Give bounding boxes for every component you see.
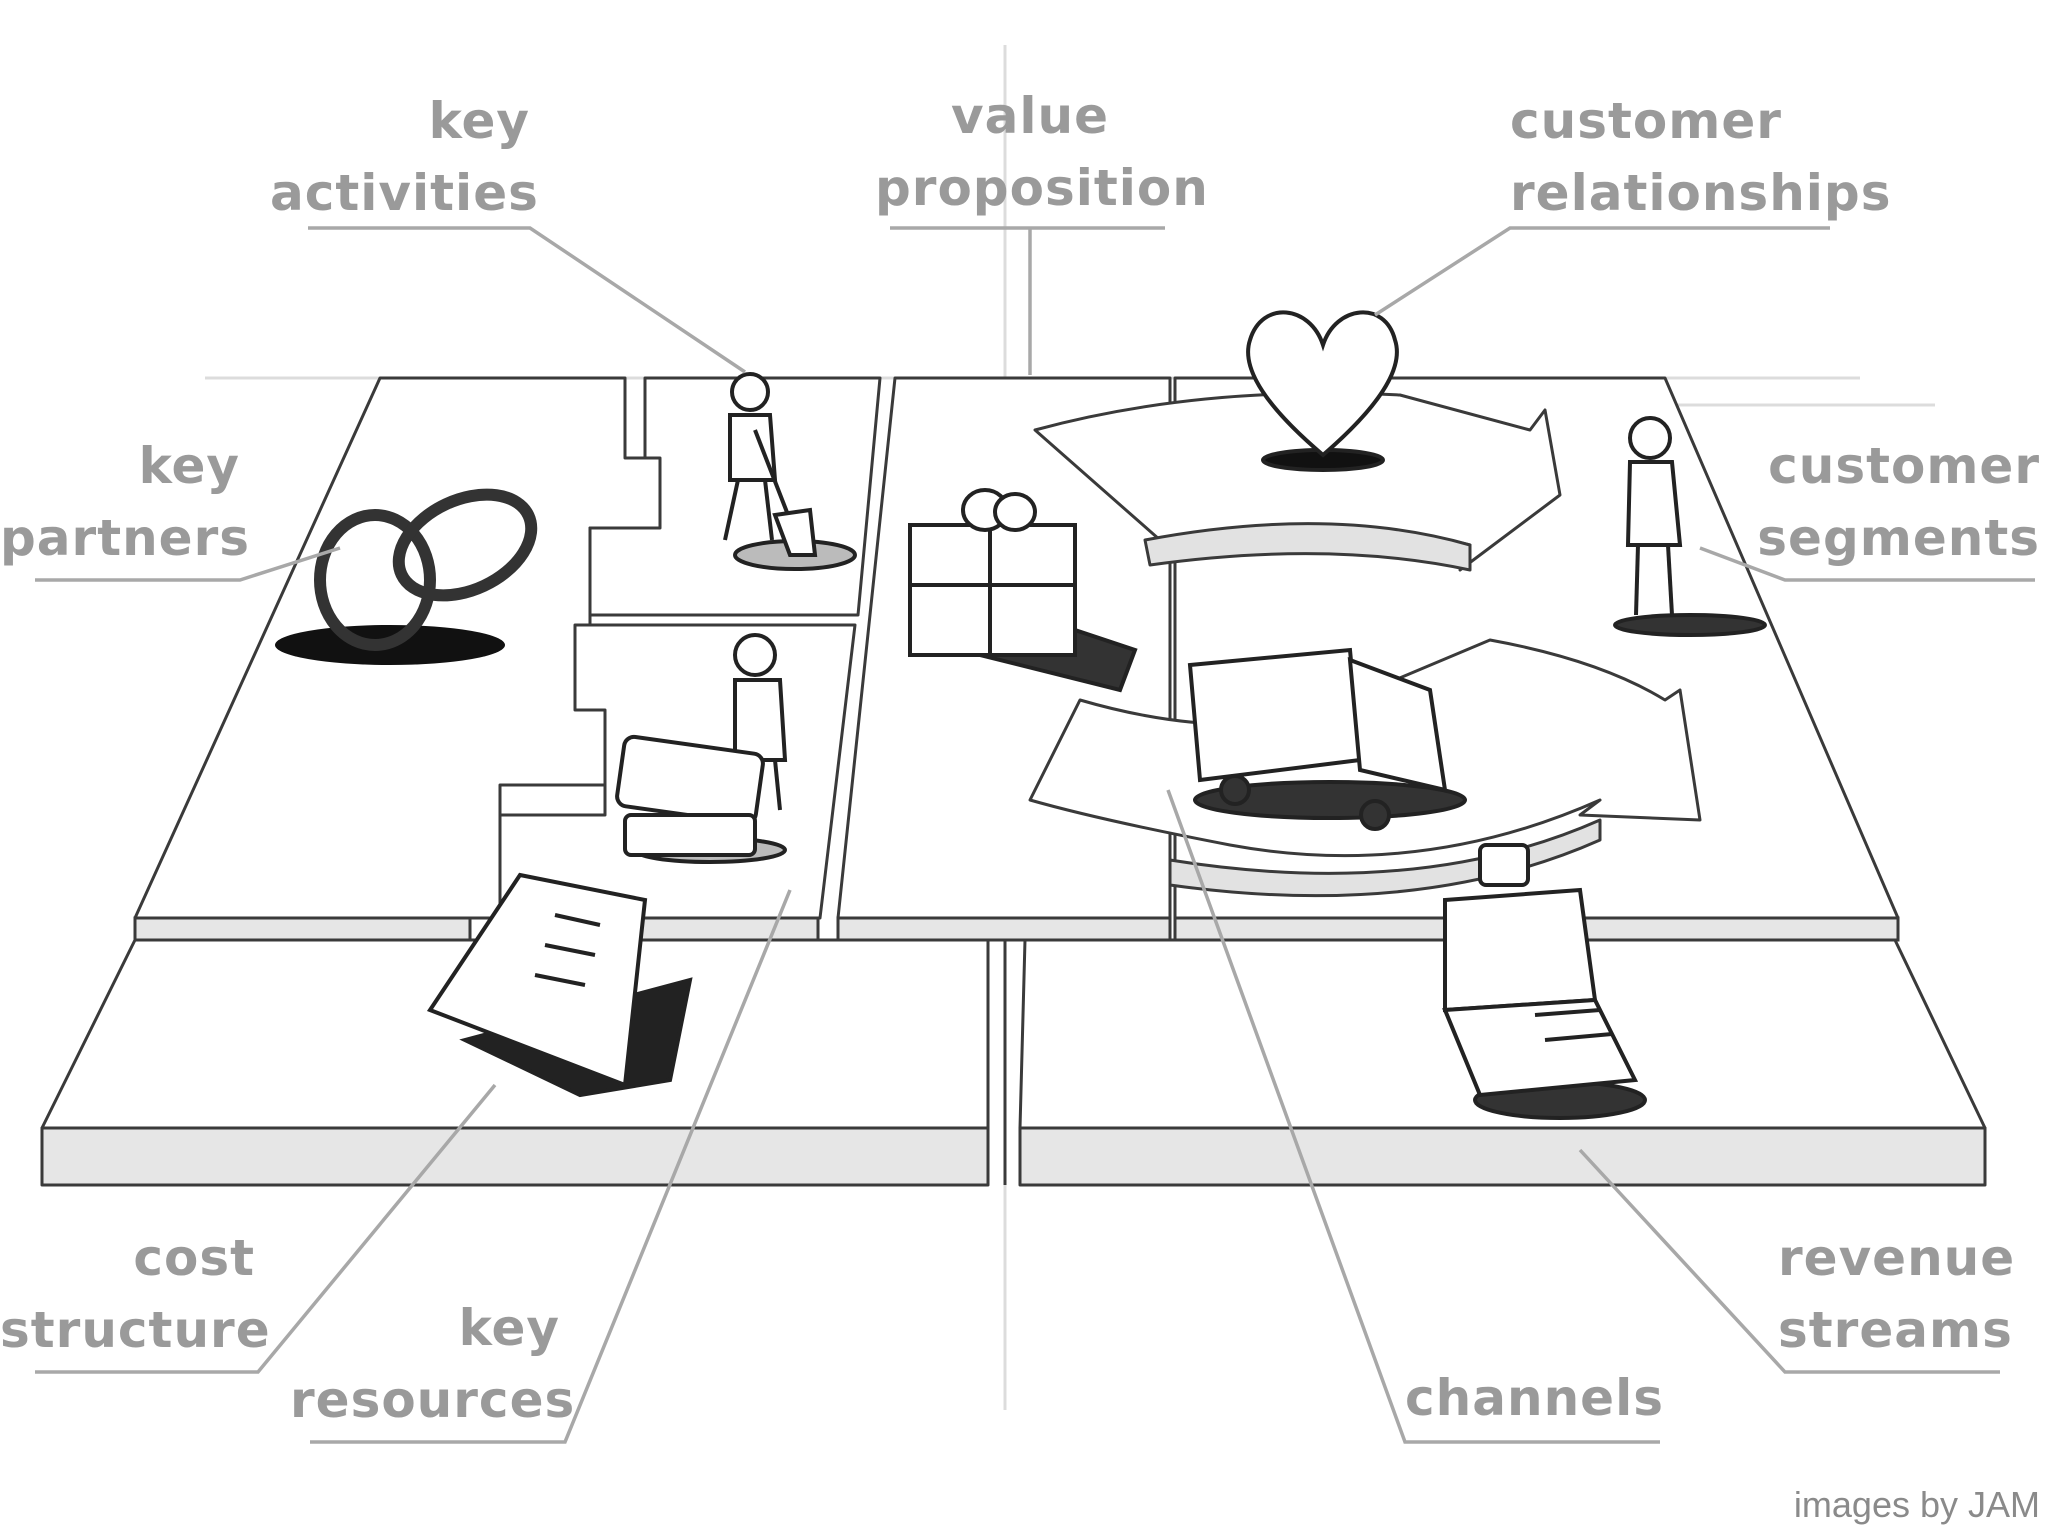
label-cost-structure-line1: cost: [133, 1229, 255, 1287]
label-key-resources-line1: key: [458, 1299, 560, 1357]
label-customer-relationships-line2: relationships: [1510, 164, 1892, 222]
label-customer-segments-line1: customer: [1768, 437, 2040, 495]
label-customer-segments-line2: segments: [1757, 509, 2040, 567]
label-key-resources: key resources: [290, 1292, 576, 1436]
label-channels: channels: [1405, 1362, 1665, 1434]
cash-register-icon: [1442, 843, 1647, 1120]
label-cost-structure: cost structure: [0, 1222, 271, 1366]
gift-icon: [908, 488, 1138, 693]
rings-icon: [275, 488, 538, 665]
label-customer-relationships-line1: customer: [1510, 92, 1782, 150]
label-key-activities: key activities: [270, 85, 539, 229]
label-value-proposition-line2: proposition: [875, 159, 1209, 217]
label-key-activities-line1: key: [428, 92, 530, 150]
leader-lines: [35, 226, 2035, 1444]
label-revenue-streams: revenue streams: [1778, 1222, 2018, 1366]
label-key-partners-line1: key: [138, 437, 240, 495]
heart-icon: [1246, 310, 1399, 472]
digging-person-icon: [723, 372, 857, 571]
standing-person-icon: [1613, 416, 1767, 637]
label-revenue-streams-line1: revenue: [1778, 1229, 2016, 1287]
label-key-activities-line2: activities: [270, 164, 539, 222]
image-credit: images by JAM: [1793, 1484, 2040, 1525]
label-key-partners: key partners: [0, 430, 251, 574]
working-person-icon: [615, 633, 788, 864]
label-revenue-streams-line2: streams: [1778, 1301, 2013, 1359]
label-customer-segments: customer segments: [1740, 430, 2040, 574]
label-customer-relationships: customer relationships: [1510, 85, 1890, 229]
label-cost-structure-line2: structure: [0, 1301, 271, 1359]
label-key-resources-line2: resources: [290, 1371, 576, 1429]
label-value-proposition: value proposition: [875, 80, 1209, 224]
truck-icon: [1187, 647, 1467, 831]
top-board-edge: [133, 916, 1900, 942]
label-key-partners-line2: partners: [0, 509, 251, 567]
label-value-proposition-line1: value: [951, 87, 1109, 145]
label-channels-line1: channels: [1405, 1369, 1664, 1427]
document-icon: [426, 872, 693, 1098]
